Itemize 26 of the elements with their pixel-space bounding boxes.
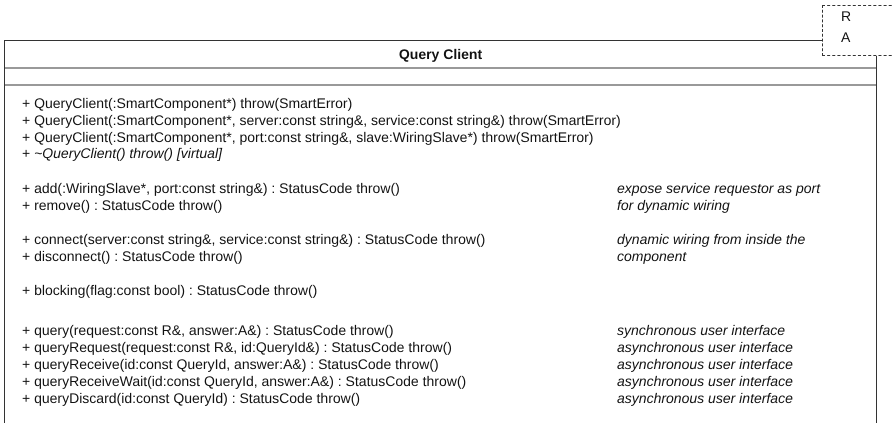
template-parameter-box bbox=[822, 5, 893, 56]
operation-signature: + blocking(flag:const bool) : StatusCode throw() bbox=[22, 282, 318, 299]
operation-signature: + QueryClient(:SmartComponent*) throw(SmartError) bbox=[22, 95, 352, 112]
operation-signature: + add(:WiringSlave*, port:const string&) : StatusCode throw() bbox=[22, 180, 400, 197]
operation-signature: + connect(server:const string&, service:const string&) : StatusCode throw() bbox=[22, 231, 486, 248]
class-name: Query Client bbox=[398, 46, 482, 62]
operation-signature: + ~QueryClient() throw() [virtual] bbox=[22, 145, 222, 162]
comment-note: asynchronous user interface bbox=[617, 373, 794, 390]
operation-signature: + query(request:const R&, answer:A&) : StatusCode throw() bbox=[22, 322, 394, 339]
operation-signature: + queryReceiveWait(id:const QueryId, answer:A&) : StatusCode throw() bbox=[22, 373, 466, 390]
operation-signature: + QueryClient(:SmartComponent*, server:const string&, service:const string&) throw(SmartError) bbox=[22, 112, 621, 129]
comment-note: asynchronous user interface bbox=[617, 356, 794, 373]
comment-note: expose service requestor as port for dynamic wiring bbox=[617, 180, 822, 214]
comment-note: synchronous user interface bbox=[617, 322, 786, 339]
comment-note: asynchronous user interface bbox=[617, 390, 794, 407]
comment-note: dynamic wiring from inside the component bbox=[617, 231, 806, 265]
operation-signature: + remove() : StatusCode throw() bbox=[22, 197, 222, 214]
operation-signature: + queryRequest(request:const R&, id:QueryId&) : StatusCode throw() bbox=[22, 339, 452, 356]
template-parameter: R bbox=[841, 8, 852, 25]
operation-signature: + disconnect() : StatusCode throw() bbox=[22, 248, 243, 265]
class-box bbox=[4, 40, 877, 423]
operation-signature: + QueryClient(:SmartComponent*, port:const string&, slave:WiringSlave*) throw(SmartError) bbox=[22, 129, 594, 146]
comment-note: asynchronous user interface bbox=[617, 339, 794, 356]
operation-signature: + queryReceive(id:const QueryId, answer:A&) : StatusCode throw() bbox=[22, 356, 439, 373]
template-parameter: A bbox=[841, 29, 850, 46]
operation-signature: + queryDiscard(id:const QueryId) : StatusCode throw() bbox=[22, 390, 360, 407]
